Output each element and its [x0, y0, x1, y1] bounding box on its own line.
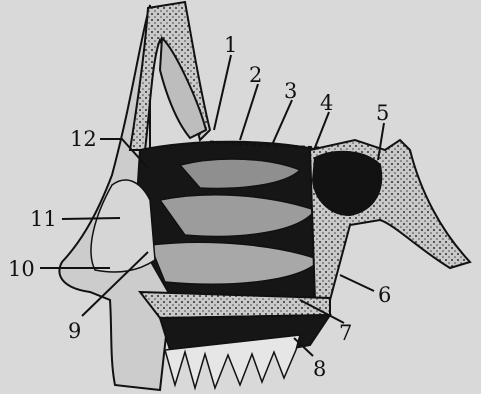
label-6: 6: [378, 283, 391, 307]
leader-line-11: [62, 218, 120, 219]
label-8: 8: [313, 357, 326, 381]
label-12: 12: [70, 127, 97, 151]
leader-line-3: [272, 100, 292, 145]
label-9: 9: [68, 319, 81, 343]
leader-line-2: [240, 84, 258, 140]
label-1: 1: [224, 33, 237, 57]
leader-line-4: [314, 112, 329, 150]
leader-line-6: [340, 275, 374, 291]
label-10: 10: [8, 257, 35, 281]
label-5: 5: [376, 101, 389, 125]
label-3: 3: [284, 79, 297, 103]
nasal-vestibule: [91, 180, 155, 272]
label-2: 2: [249, 63, 262, 87]
label-11: 11: [30, 207, 57, 231]
label-7: 7: [339, 321, 352, 345]
label-4: 4: [320, 91, 333, 115]
leader-line-1: [214, 55, 231, 130]
